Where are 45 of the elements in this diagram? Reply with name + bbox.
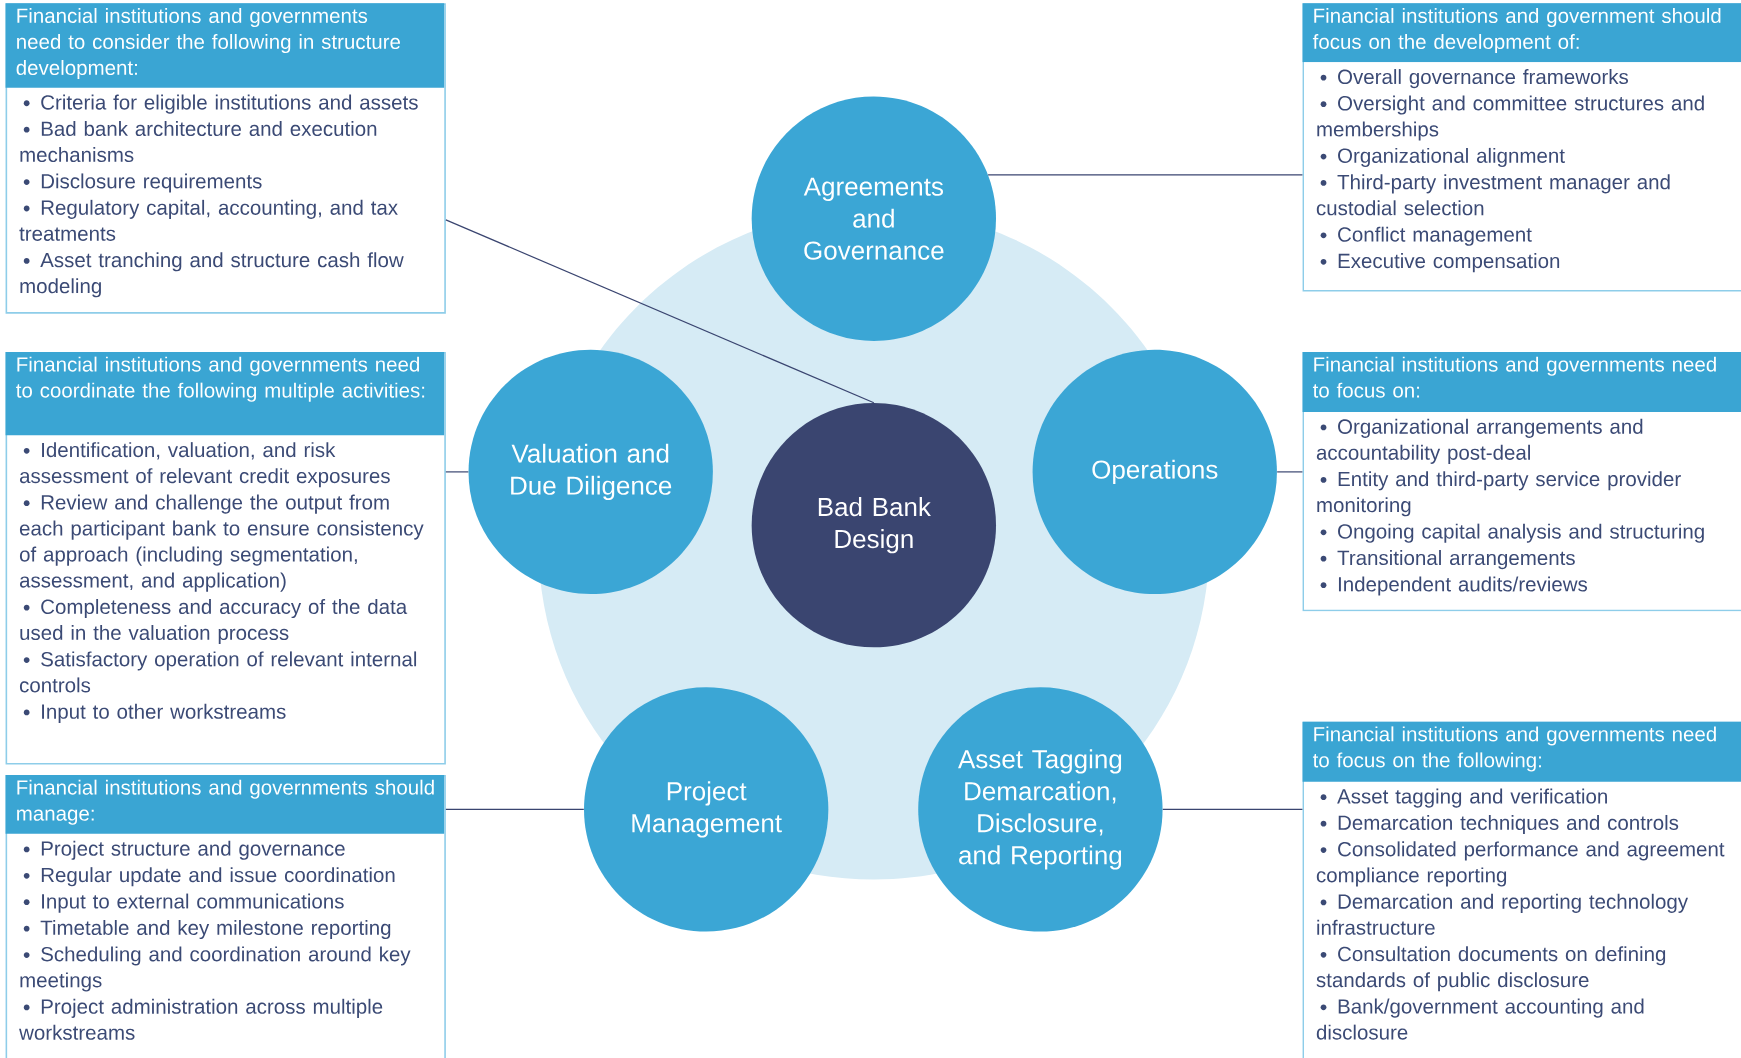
bullet-item: Transitional arrangements <box>1320 550 1575 570</box>
bullet-item: Project administration across multiple workstreams <box>19 998 383 1040</box>
bullet-item: Timetable and key milestone reporting <box>23 919 391 939</box>
box-header: Financial institutions and governments need to coordinate the following multiple activities: <box>5 351 445 436</box>
bullet-item: Project structure and governance <box>23 840 345 860</box>
bullet-item: Entity and third-party service provider monitoring <box>1317 471 1681 517</box>
box-header: Financial institutions and government should focus on the development of: <box>1302 3 1741 63</box>
bullet-item: Identification, valuation, and risk assessment of relevant credit exposures <box>19 442 390 488</box>
bullet-item: Asset tranching and structure cash flow modeling <box>20 252 404 298</box>
bullet-item: Review and challenge the output from each participant bank to ensure consistency of approach (including segmentation, assessment, and application) <box>19 494 424 592</box>
box-header: Financial institutions and governments need to focus on: <box>1302 351 1741 412</box>
bullet-item: Criteria for eligible institutions and assets <box>23 94 418 114</box>
bullet-item: Ongoing capital analysis and structuring <box>1320 523 1704 543</box>
bullet-item: Demarcation techniques and controls <box>1320 814 1679 834</box>
connector-line <box>987 174 1304 176</box>
bullet-item: Organizational alignment <box>1320 147 1565 167</box>
bullet-item: Overall governance frameworks <box>1320 69 1628 89</box>
box-header: Financial institutions and governments need to focus on the following: <box>1302 721 1741 782</box>
bullet-item: Organizational arrangements and accountability post-deal <box>1316 418 1643 464</box>
connector-line <box>445 471 469 473</box>
bullet-item: Executive compensation <box>1320 253 1560 273</box>
connector-line <box>445 808 585 810</box>
bullet-item: Disclosure requirements <box>23 173 262 193</box>
connector-line <box>445 219 875 404</box>
bullet-item: Regulatory capital, accounting, and tax treatments <box>19 199 398 241</box>
bullet-item: Demarcation and reporting technology infrastructure <box>1317 893 1688 935</box>
bullet-item: Input to external communications <box>23 893 344 913</box>
connector-line <box>1162 808 1304 810</box>
box-header: Financial institutions and governments need to consider the following in structure development: <box>5 3 445 88</box>
bullet-item: Satisfactory operation of relevant internal controls <box>19 651 417 693</box>
bullet-item: Consolidated performance and agreement compliance reporting <box>1316 841 1725 887</box>
bullet-item: Scheduling and coordination around key meetings <box>20 946 411 992</box>
connector-line <box>1276 471 1304 473</box>
bullet-item: Bad bank architecture and execution mechanisms <box>20 120 377 162</box>
bullet-item: Oversight and committee structures and memberships <box>1317 95 1704 141</box>
bullet-item: Regular update and issue coordination <box>23 867 395 887</box>
bullet-item: Bank/government accounting and disclosure <box>1316 998 1644 1040</box>
bullet-item: Consultation documents on defining standards of public disclosure <box>1316 946 1666 992</box>
bullet-item: Conflict management <box>1320 226 1532 246</box>
bullet-item: Third-party investment manager and custodial selection <box>1316 174 1670 216</box>
bullet-item: Asset tagging and verification <box>1320 788 1607 808</box>
box-header: Financial institutions and governments should manage: <box>5 774 445 834</box>
bullet-item: Completeness and accuracy of the data used in the valuation process <box>20 598 408 645</box>
bullet-item: Input to other workstreams <box>23 703 286 723</box>
bullet-item: Independent audits/reviews <box>1320 576 1588 596</box>
